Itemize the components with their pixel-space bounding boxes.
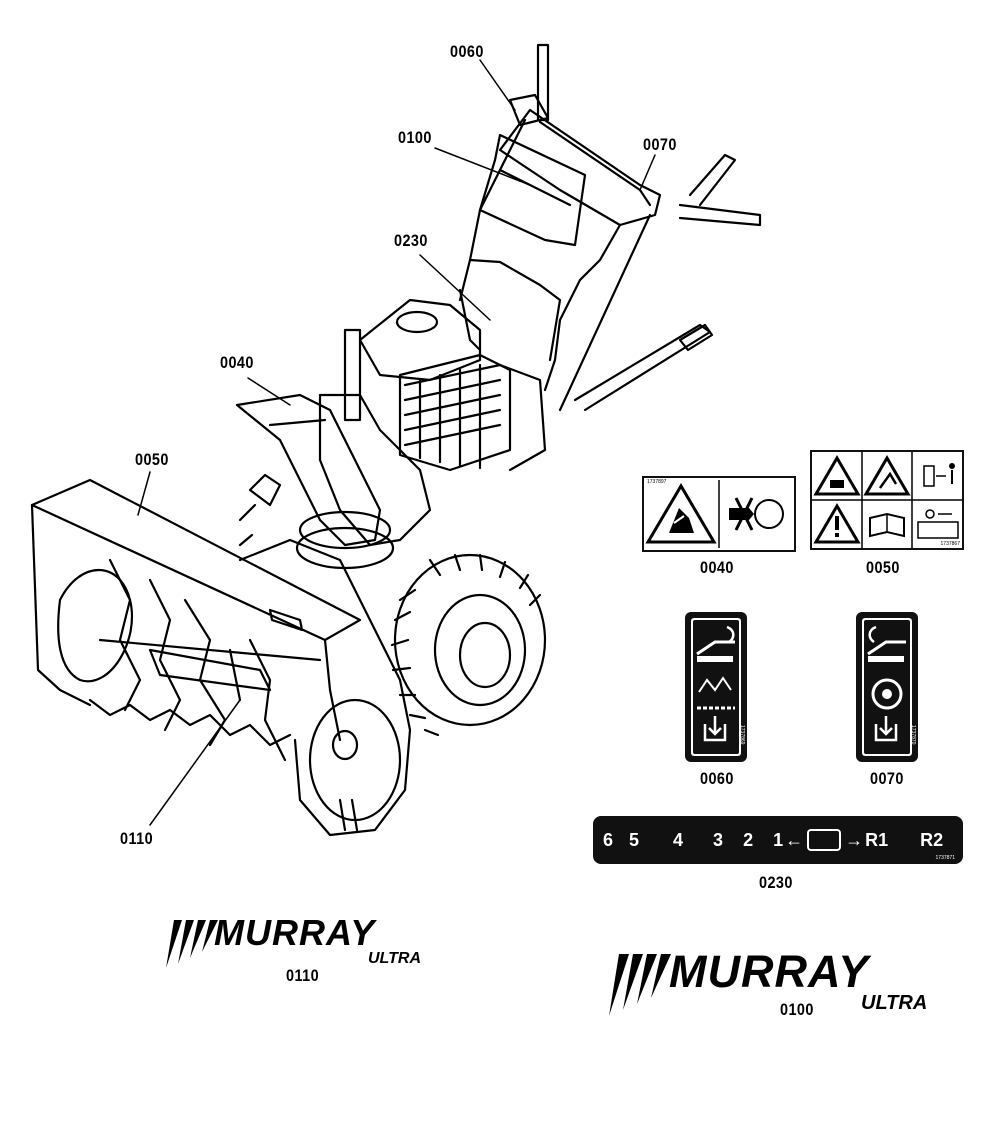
gear-3: 3 bbox=[713, 829, 724, 850]
reverse-arrow-icon bbox=[862, 618, 912, 756]
decal-0060: 1737869 bbox=[685, 612, 747, 762]
decal-caption-0050: 0050 bbox=[866, 558, 900, 577]
decal-caption-0040: 0040 bbox=[700, 558, 734, 577]
decal-0060-part-number: 1737869 bbox=[739, 724, 745, 744]
decal-0040-part-number: 1737897 bbox=[647, 479, 667, 485]
callout-0050: 0050 bbox=[135, 450, 169, 469]
decal-caption-0060: 0060 bbox=[700, 769, 734, 788]
gear-1: 1 bbox=[773, 829, 784, 850]
murray-brand-small: MURRAY bbox=[214, 912, 376, 953]
murray-logo-small: MURRAY ULTRA bbox=[160, 912, 480, 972]
murray-sub-large: ULTRA bbox=[861, 992, 928, 1014]
callout-0040: 0040 bbox=[220, 353, 254, 372]
arrow-left-icon: ← bbox=[785, 829, 804, 850]
callout-0070: 0070 bbox=[643, 135, 677, 154]
gear-5: 5 bbox=[629, 829, 640, 850]
murray-logo-large: MURRAY ULTRA bbox=[603, 946, 998, 1020]
gear-6: 6 bbox=[603, 829, 614, 850]
callout-0100: 0100 bbox=[398, 128, 432, 147]
warning-grid-icons bbox=[812, 452, 962, 548]
callout-0230: 0230 bbox=[394, 231, 428, 250]
murray-brand-large: MURRAY bbox=[669, 946, 870, 997]
callout-0110: 0110 bbox=[120, 829, 154, 848]
murray-slash-icon-large bbox=[609, 954, 671, 1016]
gear-4: 4 bbox=[673, 829, 684, 850]
gear-r1: R1 bbox=[865, 829, 889, 850]
gear-r2: R2 bbox=[920, 829, 944, 850]
hand-injury-icon bbox=[645, 480, 784, 548]
gear-2: 2 bbox=[743, 829, 754, 850]
decal-0050: 1737867 bbox=[810, 450, 964, 550]
decal-0050-part-number: 1737867 bbox=[940, 541, 960, 547]
neutral-icon bbox=[807, 829, 842, 851]
murray-sub-small: ULTRA bbox=[368, 950, 422, 967]
decal-0070-part-number: 1737870 bbox=[910, 724, 916, 744]
logo-caption-0110: 0110 bbox=[286, 966, 320, 985]
callout-0060: 0060 bbox=[450, 42, 484, 61]
decal-caption-0230: 0230 bbox=[759, 873, 793, 892]
logo-caption-0100: 0100 bbox=[780, 1000, 814, 1019]
auger-icon bbox=[691, 618, 741, 756]
decal-0040: 1737897 bbox=[642, 476, 796, 552]
decal-caption-0070: 0070 bbox=[870, 769, 904, 788]
decal-0230-part-number: 1737871 bbox=[935, 855, 955, 861]
decal-0230-shift-strip: 6 5 4 3 2 1 ← → R1 R2 1737871 bbox=[593, 816, 963, 864]
arrow-right-icon: → bbox=[845, 829, 864, 850]
murray-slash-icon bbox=[166, 920, 218, 968]
decal-0070: 1737870 bbox=[856, 612, 918, 762]
